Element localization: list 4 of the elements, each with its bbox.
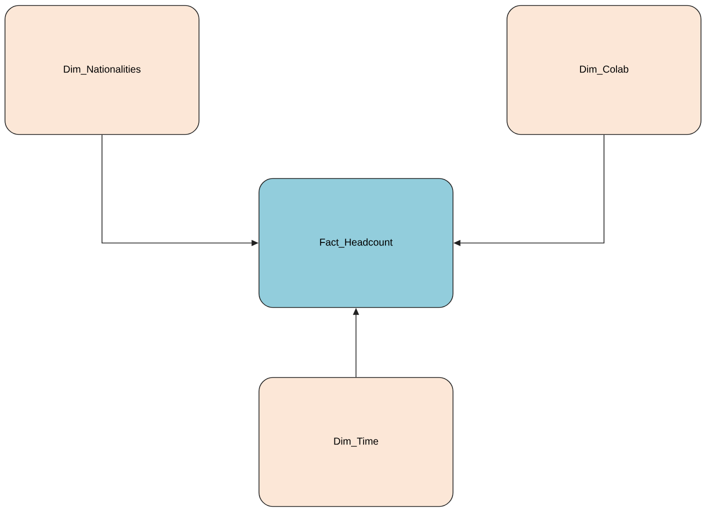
dimension-box: Dim_Colab (506, 5, 702, 135)
dimension-box: Dim_Nationalities (4, 5, 200, 135)
dimension-box: Dim_Time (258, 377, 454, 507)
fact-box: Fact_Headcount (258, 178, 454, 308)
